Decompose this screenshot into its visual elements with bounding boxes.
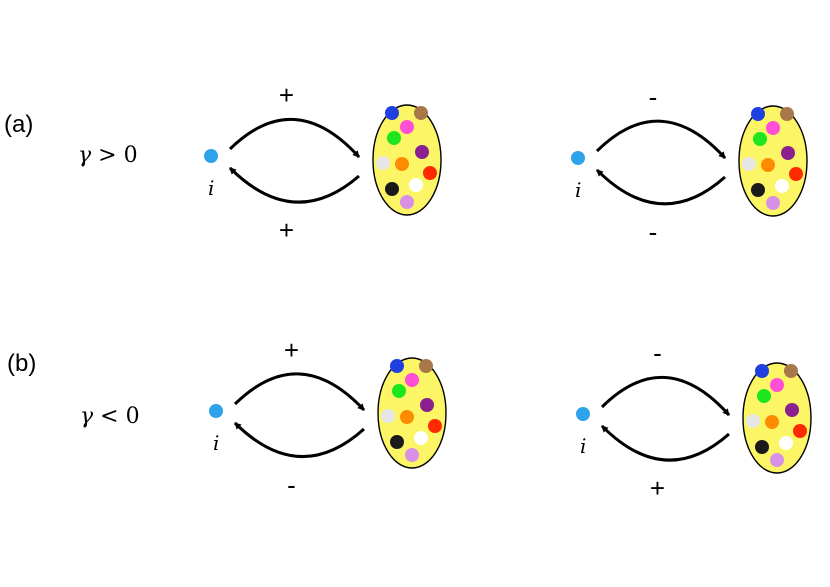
ensemble-dot — [766, 196, 780, 210]
ensemble-dot — [385, 182, 399, 196]
ensemble-dot — [428, 419, 442, 433]
ensemble-dot — [755, 440, 769, 454]
ensemble-dot — [761, 158, 775, 172]
arrow-ensemble-to-node — [233, 421, 366, 459]
bottom-sign: + — [279, 215, 294, 245]
diagram-b-2: i - + — [576, 338, 812, 503]
ensemble-dot — [770, 378, 784, 392]
ensemble-dot — [781, 146, 795, 160]
node-i-label: i — [213, 431, 219, 455]
bottom-sign: + — [650, 473, 665, 503]
arrow-node-to-ensemble — [600, 375, 731, 417]
bottom-sign: - — [287, 470, 296, 500]
top-sign: + — [279, 80, 294, 110]
ensemble-dot — [765, 415, 779, 429]
ensemble-dot — [390, 359, 404, 373]
ensemble-dot — [775, 179, 789, 193]
ensemble-dot — [415, 145, 429, 159]
ensemble-dot — [746, 414, 760, 428]
ensemble-dot — [755, 364, 769, 378]
ensemble-dot — [789, 167, 803, 181]
node-i-label: i — [580, 434, 586, 458]
ensemble-dot — [400, 410, 414, 424]
panel-b-condition: γ < 0 — [80, 404, 140, 429]
ensemble-dot — [793, 424, 807, 438]
top-sign: + — [284, 335, 299, 365]
ensemble-dot — [779, 436, 793, 450]
node-i — [204, 149, 218, 163]
ensemble-dot — [395, 157, 409, 171]
ensemble-dot — [757, 389, 771, 403]
ensemble-dot — [409, 178, 423, 192]
ensemble-dot — [751, 183, 765, 197]
ensemble-dot — [751, 107, 765, 121]
node-i — [571, 151, 585, 165]
ensemble-dot — [400, 120, 414, 134]
node-i-label: i — [208, 176, 214, 200]
ensemble-dot — [780, 107, 794, 121]
node-i — [209, 404, 223, 418]
arrow-node-to-ensemble — [595, 119, 727, 160]
ensemble-dot — [381, 409, 395, 423]
ensemble-dot — [770, 453, 784, 467]
ensemble-dot — [385, 106, 399, 120]
ensemble-dot — [419, 359, 433, 373]
ensemble-dot — [390, 435, 404, 449]
diagram-b-1: i + - — [209, 335, 447, 500]
arrow-ensemble-to-node — [228, 166, 360, 204]
ensemble-dot — [784, 364, 798, 378]
diagram-a-2: i - - — [571, 82, 808, 247]
ensemble-dot — [414, 431, 428, 445]
ensemble-dot — [766, 121, 780, 135]
panel-a-condition: γ > 0 — [78, 143, 138, 168]
ensemble-dot — [420, 398, 434, 412]
arrow-ensemble-to-node — [595, 168, 726, 206]
ensemble-dot — [405, 448, 419, 462]
ensemble-dot — [376, 156, 390, 170]
top-sign: - — [649, 82, 658, 112]
ensemble-dot — [392, 384, 406, 398]
ensemble-dot — [423, 166, 437, 180]
panel-b-label: (b) — [7, 350, 37, 377]
panel-a-label: (a) — [4, 111, 34, 138]
ensemble-dot — [387, 131, 401, 145]
arrow-node-to-ensemble — [228, 117, 361, 159]
arrow-ensemble-to-node — [600, 424, 730, 462]
node-i — [576, 407, 590, 421]
arrow-node-to-ensemble — [233, 372, 366, 412]
ensemble-dot — [753, 132, 767, 146]
bottom-sign: - — [649, 217, 658, 247]
node-i-label: i — [575, 178, 581, 202]
ensemble-dot — [742, 157, 756, 171]
diagram-a-1: i + + — [204, 80, 442, 245]
ensemble-dot — [785, 403, 799, 417]
ensemble-dot — [400, 195, 414, 209]
ensemble-dot — [405, 373, 419, 387]
ensemble-dot — [414, 106, 428, 120]
top-sign: - — [653, 338, 662, 368]
